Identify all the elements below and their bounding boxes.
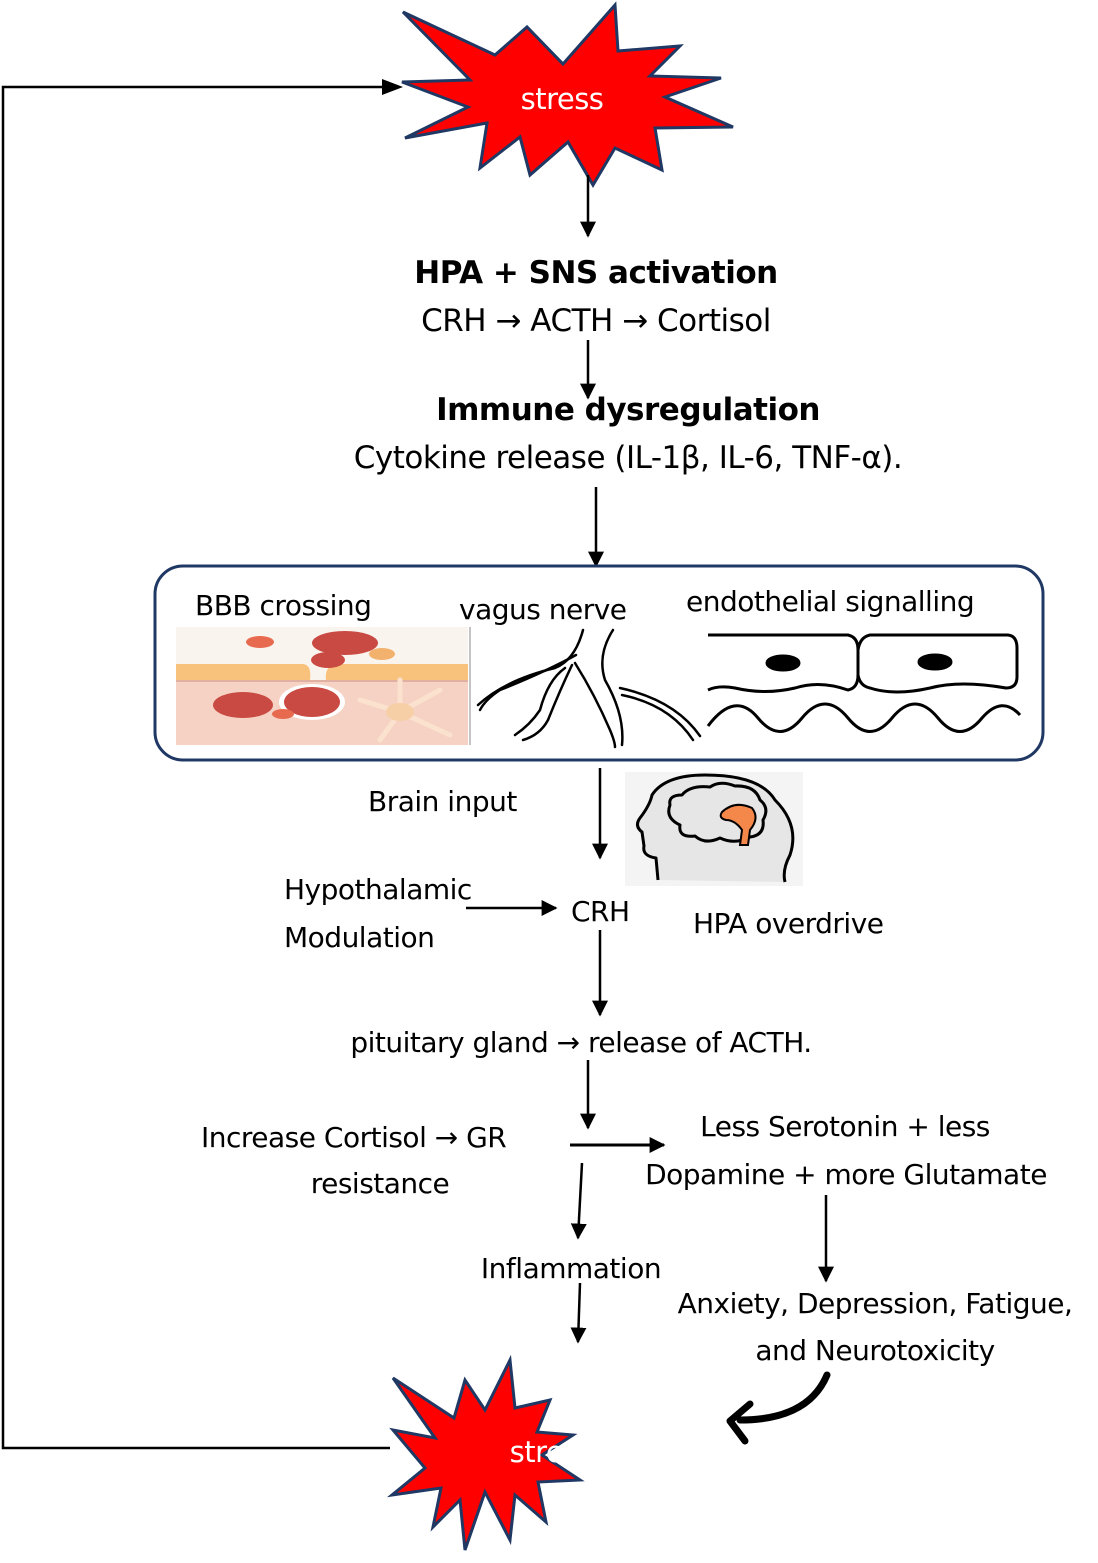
bottom-stress-label: stress xyxy=(509,1435,593,1469)
hpa-hormone-chain: CRH → ACTH → Cortisol xyxy=(421,303,771,339)
nerve-branches-illustration xyxy=(476,628,702,749)
feedback-loop-connector xyxy=(1,79,403,1450)
pituitary-label: pituitary gland → release of ACTH. xyxy=(350,1026,812,1059)
endothelial-cells-illustration xyxy=(706,633,1022,733)
route-label-endothelial: endothelial signalling xyxy=(686,585,975,618)
head-brain-icon xyxy=(625,772,803,886)
top-stress-burst xyxy=(401,1,734,188)
neuro-line2: Dopamine + more Glutamate xyxy=(645,1158,1047,1191)
feedback-arrowhead xyxy=(382,79,403,95)
arrow-gr-to-inflammation xyxy=(570,1162,587,1240)
neuro-line1: Less Serotonin + less xyxy=(700,1110,990,1143)
cortisol-line2: resistance xyxy=(310,1167,450,1200)
immune-dysregulation-title: Immune dysregulation xyxy=(436,392,820,428)
hpa-activation-title: HPA + SNS activation xyxy=(414,255,778,291)
bottom-stress-burst xyxy=(386,1354,585,1551)
cortisol-line1: Increase Cortisol → GR xyxy=(201,1121,507,1154)
hpa-overdrive-label: HPA overdrive xyxy=(693,907,884,940)
outcomes-line1: Anxiety, Depression, Fatigue, xyxy=(677,1287,1073,1320)
route-label-bbb: BBB crossing xyxy=(195,589,372,622)
route-label-vagus: vagus nerve xyxy=(459,593,627,626)
cytokine-release-text: Cytokine release (IL-1β, IL-6, TNF-α). xyxy=(353,440,903,476)
crh-label: CRH xyxy=(571,895,630,928)
hypothalamic-line1: Hypothalamic xyxy=(284,873,472,906)
top-stress-label: stress xyxy=(520,82,604,116)
hypothalamic-line2: Modulation xyxy=(284,921,435,954)
curved-arrow-outcomes-to-stress xyxy=(726,1371,831,1445)
outcomes-line2: and Neurotoxicity xyxy=(755,1334,995,1367)
arrow-inflammation-to-stress xyxy=(570,1282,587,1344)
brain-input-label: Brain input xyxy=(368,785,517,818)
blood-brain-barrier-illustration xyxy=(176,627,471,745)
inflammation-label: Inflammation xyxy=(480,1252,662,1285)
